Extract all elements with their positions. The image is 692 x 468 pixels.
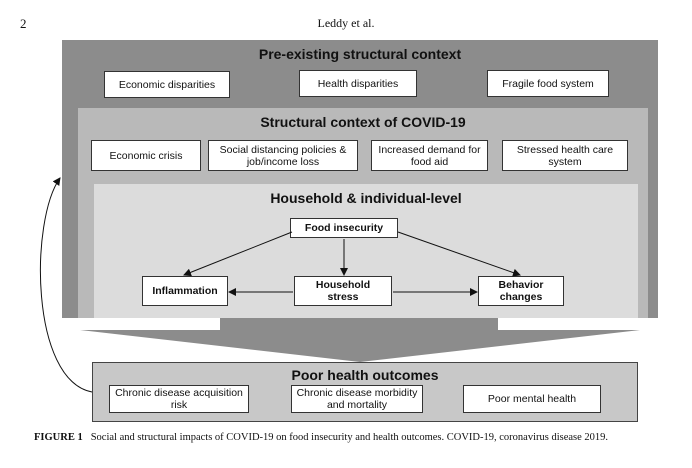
page-number: 2 [20,16,27,31]
health-disparities-box: Health disparities [299,70,417,97]
poor-mental-health-box: Poor mental health [463,385,601,413]
chronic-disease-morbidity-box: Chronic disease morbidity and mortality [291,385,423,413]
figure-label: FIGURE 1 [34,432,83,443]
household-level-panel: Household & individual-level Food insecu… [94,184,638,318]
figure-caption: FIGURE 1 Social and structural impacts of… [34,432,674,443]
poor-health-outcomes-panel: Poor health outcomes Chronic disease acq… [92,362,638,422]
food-aid-demand-box: Increased demand for food aid [371,140,488,171]
inner-panel-title: Household & individual-level [270,190,462,206]
household-stress-box: Household stress [294,276,392,306]
outer-panel-title: Pre-existing structural context [258,46,462,62]
chronic-disease-risk-box: Chronic disease acquisition risk [109,385,249,413]
food-insecurity-box: Food insecurity [290,218,398,238]
middle-panel-title: Structural context of COVID-19 [260,114,466,130]
social-distancing-box: Social distancing policies & job/income … [208,140,358,171]
behavior-changes-box: Behavior changes [478,276,564,306]
economic-disparities-box: Economic disparities [104,71,230,98]
inflammation-box: Inflammation [142,276,228,306]
outcomes-panel-title: Poor health outcomes [291,367,439,383]
stressed-health-care-box: Stressed health care system [502,140,628,171]
funnel-shape [80,318,640,362]
running-head: Leddy et al. [317,16,375,30]
caption-text: Social and structural impacts of COVID-1… [90,432,609,443]
fragile-food-system-box: Fragile food system [487,70,609,97]
economic-crisis-box: Economic crisis [91,140,201,171]
